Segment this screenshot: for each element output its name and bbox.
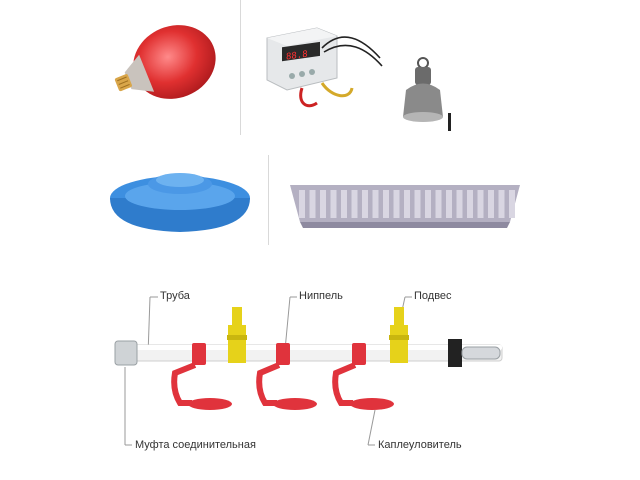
- feeder-slat: [414, 190, 421, 218]
- feeder-slat: [330, 190, 337, 218]
- feeder-slat: [362, 190, 368, 218]
- vertical-divider-middle: [268, 155, 269, 245]
- feeder-slat: [509, 190, 515, 218]
- vertical-divider-top: [240, 0, 241, 135]
- label-hanger: Подвес: [414, 290, 452, 302]
- nipple-drip-cup-2: [256, 343, 317, 410]
- feeder-slat: [404, 190, 410, 218]
- label-coupling: Муфта соединительная: [135, 439, 256, 451]
- feeder-slat: [320, 190, 326, 218]
- hanger-2: [389, 307, 409, 363]
- thermostat-controller-image: 88.8: [266, 27, 383, 108]
- feeder-slat: [393, 190, 400, 218]
- feeder-slat: [488, 190, 494, 218]
- label-drip-cup: Каплеуловитель: [378, 439, 462, 451]
- svg-text:88.8: 88.8: [286, 50, 308, 63]
- nipple-drip-cup-1: [171, 343, 232, 410]
- feeder-slat: [383, 190, 389, 218]
- feeder-slat: [372, 190, 379, 218]
- feeder-slat: [435, 190, 442, 218]
- label-pipe: Труба: [160, 290, 190, 302]
- trough-feeder-image: [290, 185, 520, 228]
- feeder-slat: [341, 190, 347, 218]
- nipple-drip-cup-3: [332, 343, 394, 410]
- feeder-slat: [425, 190, 431, 218]
- drinking-line-diagram: [114, 296, 503, 446]
- feeder-slat: [299, 190, 305, 218]
- lamp-socket-reflector-image: [403, 57, 451, 131]
- feeder-slat: [351, 190, 358, 218]
- feeder-slat: [309, 190, 316, 218]
- feeder-slats: [299, 190, 515, 218]
- feeder-slat: [446, 190, 452, 218]
- feeder-slat: [467, 190, 473, 218]
- feeder-slat: [456, 190, 463, 218]
- feeder-slat: [498, 190, 505, 218]
- label-nipple: Ниппель: [299, 290, 343, 302]
- hanger-1: [227, 307, 247, 363]
- infrared-heat-lamp-image: [114, 25, 216, 99]
- round-drinker-image: [110, 173, 250, 232]
- feeder-slat: [477, 190, 484, 218]
